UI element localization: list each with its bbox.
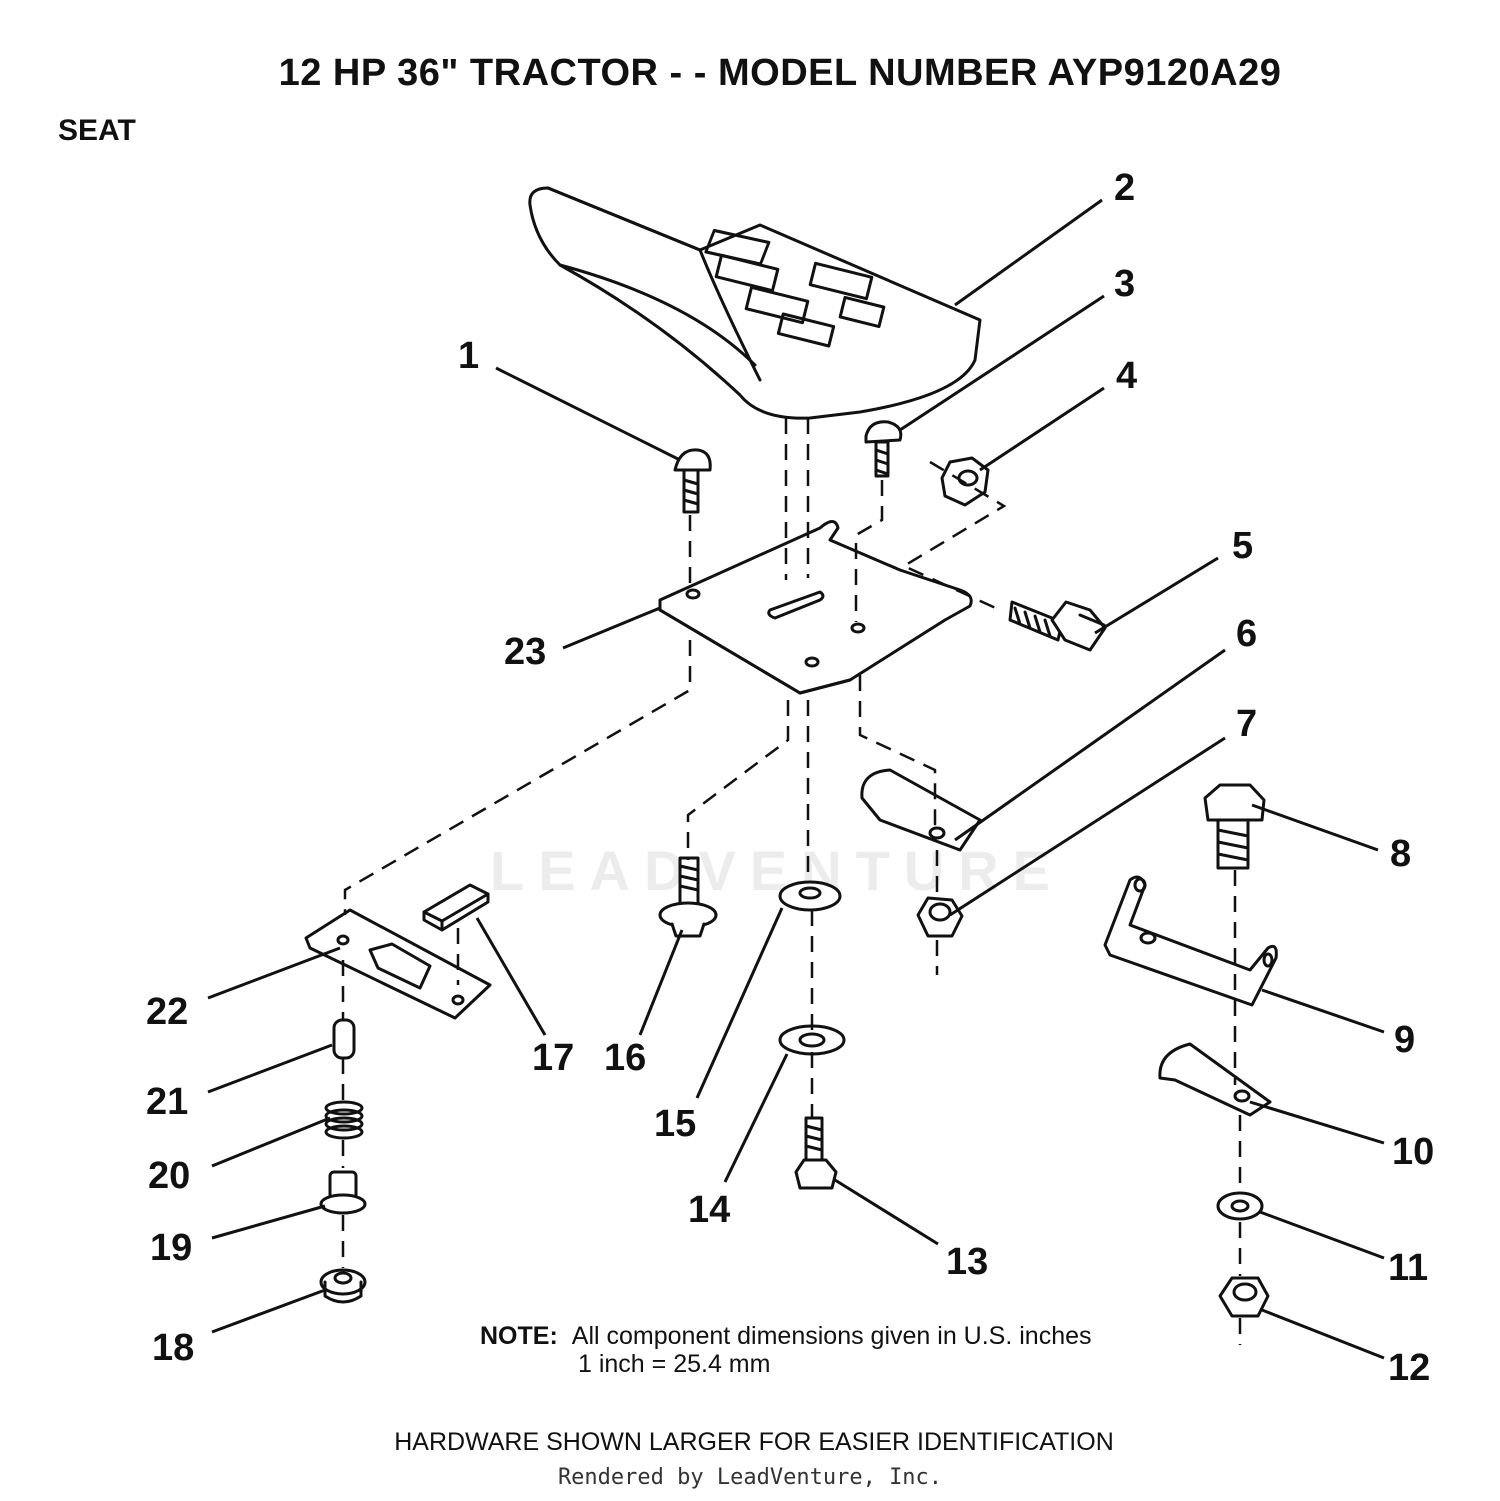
bracket-part[interactable]	[1103, 875, 1278, 1007]
callout-8: 8	[1390, 833, 1411, 875]
callout-19: 19	[150, 1227, 192, 1269]
callout-21: 21	[146, 1081, 188, 1123]
section-label: SEAT	[58, 114, 136, 147]
knob-part[interactable]	[319, 1170, 367, 1215]
screw-part[interactable]	[864, 420, 903, 478]
callout-17: 17	[532, 1037, 574, 1079]
dimension-note: NOTE: All component dimensions given in U…	[480, 1322, 1092, 1378]
hex-bolt-part[interactable]	[1008, 600, 1107, 652]
pin-part[interactable]	[332, 1018, 356, 1060]
note-label: NOTE:	[480, 1322, 558, 1350]
callout-2: 2	[1114, 167, 1135, 209]
callout-7: 7	[1236, 703, 1257, 745]
flange-bolt-part[interactable]	[658, 856, 718, 938]
lock-washer-part[interactable]	[778, 1024, 846, 1056]
flat-washer-part[interactable]	[778, 880, 842, 912]
nylon-lock-nut-part[interactable]	[1218, 1276, 1270, 1318]
callout-1: 1	[458, 335, 479, 377]
callout-14: 14	[688, 1189, 730, 1231]
rendered-by-credit: Rendered by LeadVenture, Inc.	[557, 1465, 943, 1490]
seat-pan-part[interactable]	[658, 520, 973, 695]
callout-6: 6	[1236, 613, 1257, 655]
callout-4: 4	[1116, 355, 1137, 397]
lock-nut-part[interactable]	[916, 896, 964, 938]
hex-head-bolt-part[interactable]	[794, 1116, 838, 1190]
callout-12: 12	[1388, 1347, 1430, 1389]
callout-5: 5	[1232, 525, 1253, 567]
flange-nut-part[interactable]	[319, 1268, 367, 1304]
callout-9: 9	[1394, 1019, 1415, 1061]
note-line-1: All component dimensions given in U.S. i…	[571, 1322, 1092, 1350]
seat-part[interactable]	[528, 186, 982, 420]
callout-23: 23	[504, 631, 546, 673]
callout-13: 13	[946, 1241, 988, 1283]
slide-plate-part[interactable]	[304, 908, 492, 1020]
spring-clip-part[interactable]	[860, 768, 982, 852]
shoulder-bolt-part[interactable]	[1203, 783, 1266, 870]
callout-22: 22	[146, 991, 188, 1033]
spring-part[interactable]	[324, 1100, 364, 1140]
note-line-2: 1 inch = 25.4 mm	[578, 1350, 771, 1378]
callout-11: 11	[1388, 1247, 1428, 1289]
callout-16: 16	[604, 1037, 646, 1079]
callout-10: 10	[1392, 1131, 1434, 1173]
callout-20: 20	[148, 1155, 190, 1197]
seat-clip-part[interactable]	[1158, 1042, 1272, 1117]
callout-15: 15	[654, 1103, 696, 1145]
callout-3: 3	[1114, 263, 1135, 305]
hardware-note: HARDWARE SHOWN LARGER FOR EASIER IDENTIF…	[394, 1428, 1114, 1456]
callout-18: 18	[152, 1327, 194, 1369]
page-title: 12 HP 36" TRACTOR - - MODEL NUMBER AYP91…	[278, 52, 1282, 94]
adjuster-knob-part[interactable]	[422, 883, 490, 932]
washer-part[interactable]	[1216, 1191, 1264, 1221]
